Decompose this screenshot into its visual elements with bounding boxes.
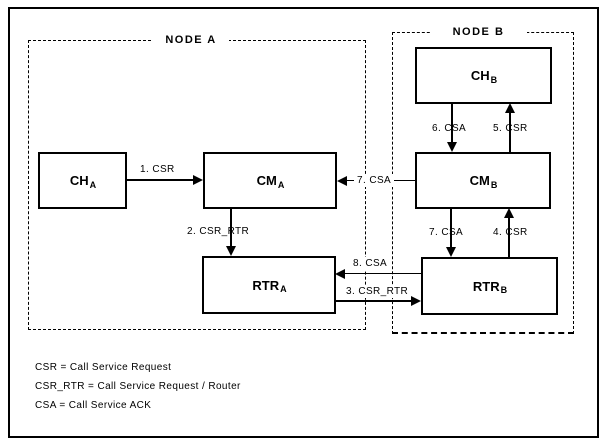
box-rtr-a-label: RTR (252, 277, 280, 293)
arrow-3-csr-rtr-line (336, 300, 412, 302)
arrow-8-csa-head-icon (335, 269, 345, 279)
arrow-4-csr-label: 4. CSR (493, 227, 528, 238)
legend: CSR = Call Service Request CSR_RTR = Cal… (35, 361, 241, 418)
arrow-6-csa-head-icon (447, 142, 457, 152)
arrow-7-csa-to-cm-a-label: 7. CSA (354, 174, 395, 187)
arrow-5-csr-label: 5. CSR (493, 123, 528, 134)
arrow-4-csr-head-icon (504, 208, 514, 218)
legend-line-csr-rtr: CSR_RTR = Call Service Request / Router (35, 381, 241, 392)
box-cm-b-subscript: B (490, 179, 498, 190)
box-rtr-b-label: RTR (472, 278, 500, 294)
arrow-6-csa-label: 6. CSA (432, 123, 467, 134)
box-ch-a-subscript: A (89, 179, 97, 190)
box-ch-b-subscript: B (490, 74, 498, 85)
arrow-2-csr-rtr-head-icon (226, 246, 236, 256)
arrow-3-csr-rtr-head-icon (411, 296, 421, 306)
arrow-7-csa-to-rtr-b-line (450, 208, 452, 248)
arrow-3-csr-rtr-label: 3. CSR_RTR (343, 285, 412, 298)
arrow-6-csa-line (451, 103, 453, 143)
arrow-7-csa-to-rtr-b-head-icon (446, 247, 456, 257)
arrow-8-csa-line (345, 273, 421, 274)
box-cm-a-subscript: A (277, 179, 285, 190)
legend-line-csr: CSR = Call Service Request (35, 362, 172, 373)
arrow-1-csr-head-icon (193, 175, 203, 185)
arrow-5-csr-head-icon (505, 103, 515, 113)
outer-border (8, 7, 599, 438)
node-a-label: NODE A (153, 33, 229, 47)
arrow-7-csa-to-cm-a-head-icon (337, 176, 347, 186)
arrow-8-csa-label: 8. CSA (350, 257, 391, 270)
arrow-7-csa-to-rtr-b-label: 7. CSA (429, 227, 464, 238)
arrow-4-csr-line (508, 217, 510, 257)
arrow-1-csr-line (126, 179, 194, 181)
box-cm-a-label: CM (256, 173, 277, 188)
box-rtr-b-subscript: B (500, 285, 508, 295)
arrow-2-csr-rtr-line (230, 209, 232, 247)
box-ch-a-label: CH (69, 173, 89, 188)
node-b-label: NODE B (430, 25, 527, 39)
box-ch-b-label: CH (470, 68, 490, 83)
arrow-5-csr-line (509, 112, 511, 152)
arrow-1-csr-label: 1. CSR (140, 164, 175, 175)
arrow-2-csr-rtr-label: 2. CSR_RTR (187, 226, 250, 237)
legend-line-csa: CSA = Call Service ACK (35, 400, 152, 411)
box-cm-b-label: CM (469, 173, 490, 188)
box-rtr-a-subscript: A (280, 284, 287, 294)
